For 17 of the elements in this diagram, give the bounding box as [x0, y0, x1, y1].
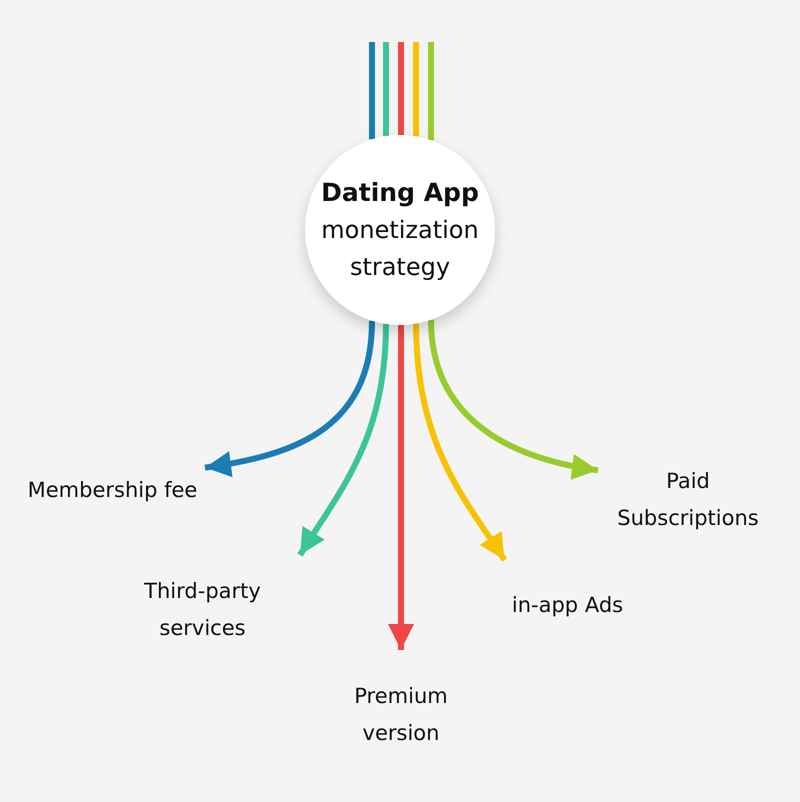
hub-title: Dating App [321, 177, 479, 210]
curved-arrow [204, 320, 375, 477]
branch-label: Premium version [353, 683, 449, 747]
connector-line [369, 42, 375, 140]
connector-line [428, 42, 434, 140]
connector-line [383, 42, 389, 136]
branch-label: Membership fee [28, 476, 198, 504]
curved-arrow [388, 325, 414, 650]
curved-arrow [297, 324, 389, 557]
branch-label: in-app Ads [512, 592, 624, 619]
branch-label: Third-party services [143, 578, 262, 642]
connector-line [413, 42, 419, 136]
curved-arrow [413, 324, 508, 562]
hub-subtitle: monetization strategy [320, 214, 480, 283]
curved-arrow [428, 320, 598, 480]
connector-line [398, 42, 404, 135]
branch-label: Paid Subscriptions [616, 468, 760, 532]
